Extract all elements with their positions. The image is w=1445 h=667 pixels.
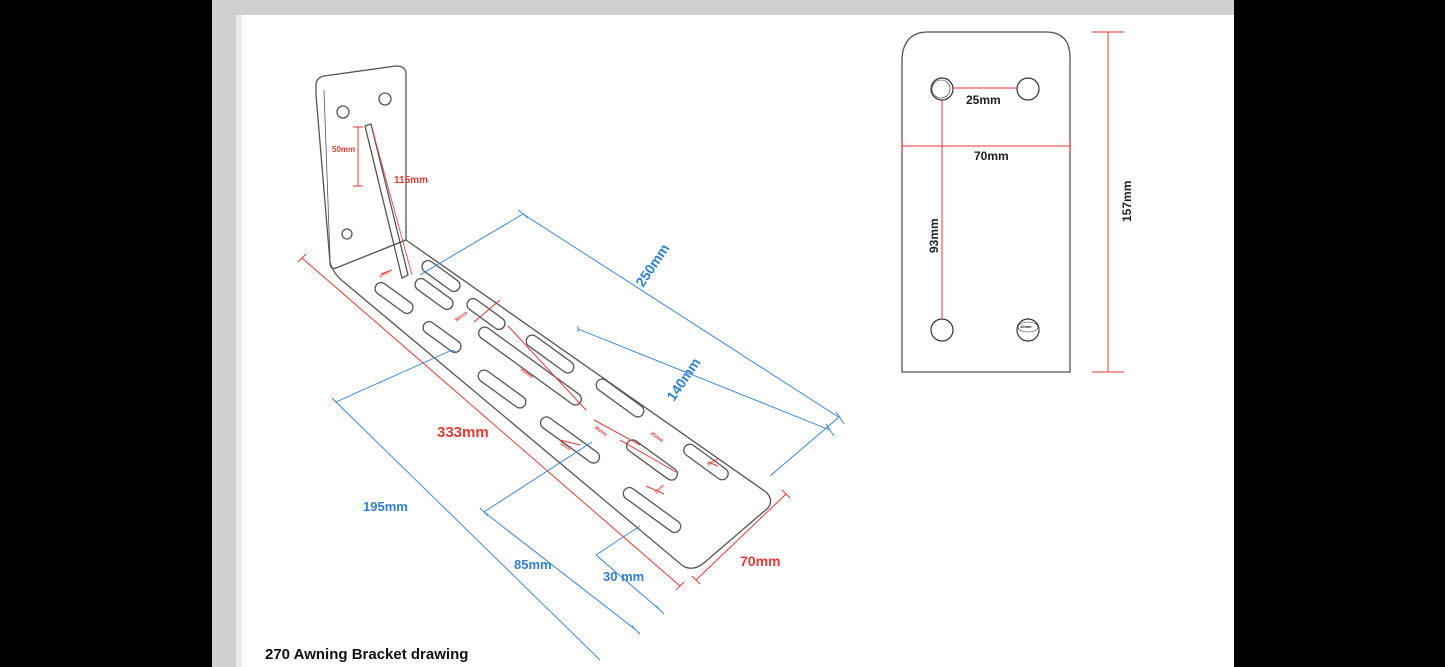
arm-bend-line xyxy=(335,239,407,269)
arm-slots xyxy=(374,259,729,534)
dim-10mm-hole: 10mm xyxy=(1020,324,1032,329)
blue-dimension-lines xyxy=(331,209,845,661)
hole-icon xyxy=(1016,318,1040,342)
dim-157mm: 157mm xyxy=(1120,181,1134,222)
hole-icon xyxy=(931,79,951,99)
dim-70mm-width: 70mm xyxy=(740,553,780,569)
plate-outline xyxy=(901,31,1071,373)
dim-195mm: 195mm xyxy=(363,499,408,514)
plate-red-dimensions xyxy=(901,31,1124,373)
slot xyxy=(525,334,575,374)
slot-label: 10mm xyxy=(706,457,719,467)
slot xyxy=(595,378,645,418)
slot xyxy=(622,486,682,534)
upright-hole-icon xyxy=(378,92,392,106)
upright-hole-icon xyxy=(336,105,350,119)
dim-250mm: 250mm xyxy=(632,241,672,290)
dim-70mm-plate: 70mm xyxy=(974,149,1009,163)
slot xyxy=(683,443,729,481)
upright-slot xyxy=(364,123,409,279)
hole-icon xyxy=(930,318,954,342)
slot xyxy=(478,326,582,406)
dim-115mm: 115mm xyxy=(394,175,428,186)
slot-label: 25mm xyxy=(649,431,665,445)
slot-label: 10mm xyxy=(378,269,391,279)
bracket-perspective-view xyxy=(315,65,772,569)
page-edge-shadow xyxy=(236,15,242,667)
slot xyxy=(539,416,601,464)
arm-plate-outline xyxy=(329,239,772,569)
upright-hole-icon xyxy=(341,228,353,240)
slot xyxy=(374,281,414,315)
slot xyxy=(477,369,527,409)
slot-label: 10mm xyxy=(559,441,572,452)
slot-label: 95mm xyxy=(519,367,535,381)
document-page xyxy=(242,15,1234,667)
slot xyxy=(421,259,461,293)
plate-front-view: 25mm 70mm 93mm 157mm 10mm xyxy=(901,31,1134,373)
slot xyxy=(414,277,454,311)
hole-icon xyxy=(1017,321,1039,333)
plate-holes xyxy=(930,77,1040,342)
dim-333mm: 333mm xyxy=(437,424,489,441)
drawing-caption: 270 Awning Bracket drawing xyxy=(265,646,469,663)
upright-inner-edge xyxy=(323,89,331,259)
slot-label: 10mm xyxy=(653,483,665,495)
dim-25mm: 25mm xyxy=(966,93,1001,107)
slot xyxy=(422,320,462,354)
slot-label: 30mm xyxy=(454,310,470,324)
dim-50mm: 50mm xyxy=(332,145,355,154)
red-dimension-lines xyxy=(297,126,791,591)
slot xyxy=(466,297,506,331)
dim-85mm: 85mm xyxy=(514,557,552,572)
slot xyxy=(625,439,679,481)
dim-93mm: 93mm xyxy=(927,218,941,253)
dim-30mm: 30 mm xyxy=(603,569,644,584)
dim-140mm: 140mm xyxy=(663,355,703,404)
hole-icon xyxy=(1016,77,1040,101)
